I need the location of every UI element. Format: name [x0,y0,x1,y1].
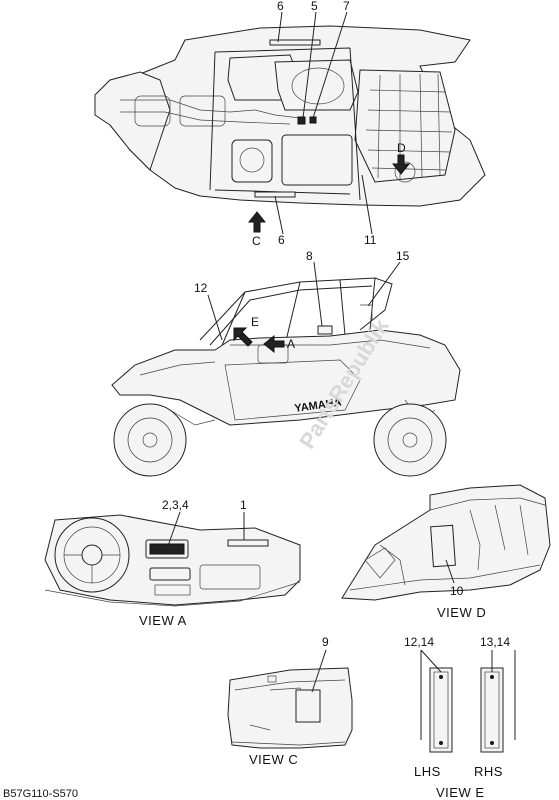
callout-8: 8 [306,249,313,263]
label-2-3-4-marker [149,543,185,555]
callout-11: 11 [364,233,377,247]
callout-2-3-4: 2,3,4 [162,498,189,512]
arrow-a-label: A [287,337,295,351]
arrow-c-label: C [252,234,261,248]
rhs-label: RHS [474,764,503,779]
arrow-c-icon [247,211,267,233]
callout-6-bottom: 6 [278,233,285,247]
arrow-a-icon [263,334,285,354]
lhs-label: LHS [414,764,441,779]
callout-12: 12 [194,281,208,295]
label-1-marker [227,539,269,547]
top-view-vehicle [94,25,486,207]
label-6-top-marker [269,39,321,46]
view-c-title: VIEW C [249,752,298,767]
arrow-d-icon [391,154,411,175]
callout-1: 1 [240,498,247,512]
arrow-d-label: D [397,141,406,155]
callout-12-14: 12,14 [404,635,434,649]
diagram-code: B57G110-S570 [3,788,78,800]
arrow-e-icon [233,327,253,347]
front-wheel [113,403,187,477]
callout-5: 5 [311,0,318,13]
label-8-marker [317,325,333,335]
callout-6-top: 6 [277,0,284,13]
rear-wheel [373,403,447,477]
side-view-vehicle: YAMAHA PartsRepublik [111,277,461,477]
label-5-marker [297,116,306,125]
arrow-e-label: E [251,315,259,329]
callout-13-14: 13,14 [480,635,510,649]
view-a-dashboard [44,514,301,607]
view-a-title: VIEW A [139,613,187,628]
label-9-marker [295,689,321,723]
label-10-marker [430,524,456,568]
callout-9: 9 [322,635,329,649]
view-d-title: VIEW D [437,605,486,620]
view-e-strips [429,667,504,753]
lhs-strip [429,667,453,753]
callout-15: 15 [396,249,410,263]
rhs-strip [480,667,504,753]
callout-10: 10 [450,584,464,598]
view-e-title: VIEW E [436,785,485,800]
view-d-panel [341,484,551,601]
callout-7: 7 [343,0,350,13]
view-c-panel [227,667,353,749]
